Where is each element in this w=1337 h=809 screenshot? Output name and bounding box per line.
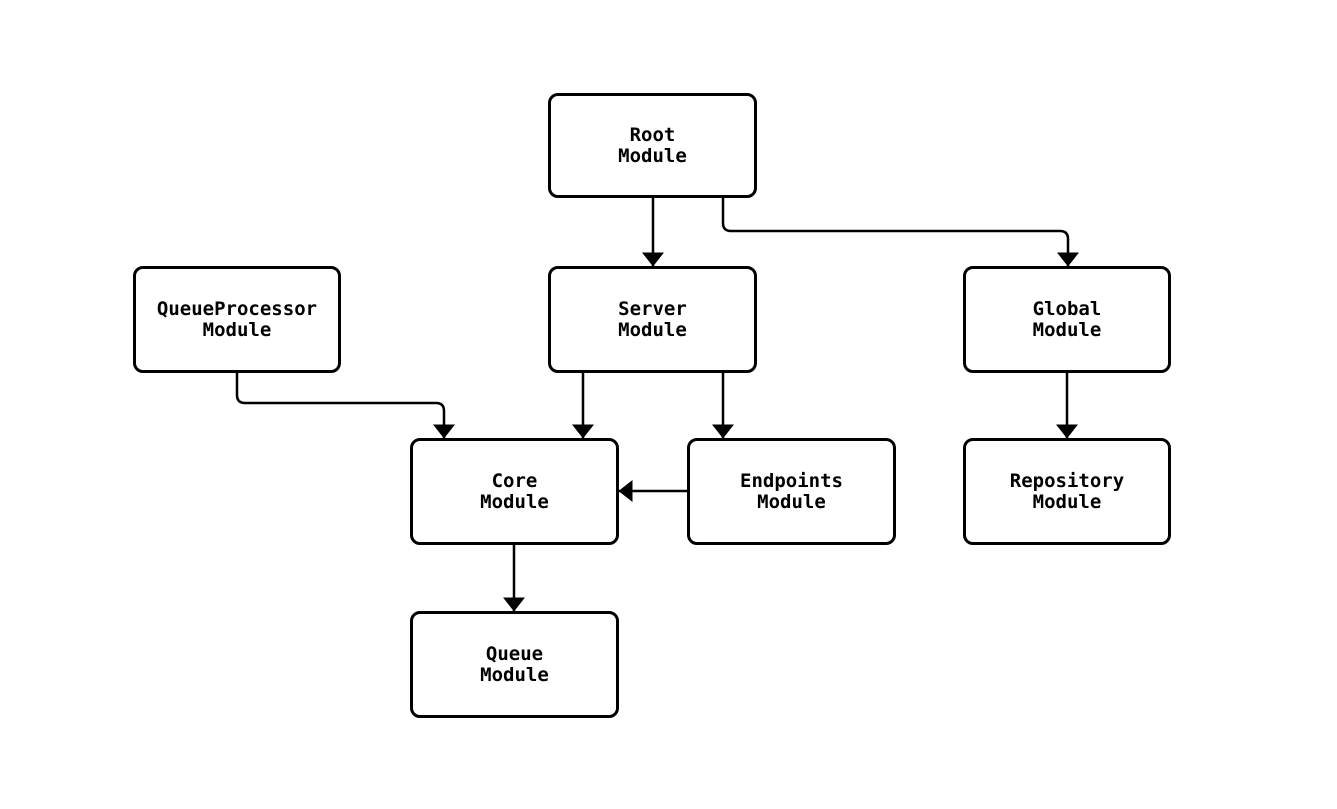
node-label: Server Module bbox=[618, 297, 687, 341]
node-root-module: Root Module bbox=[548, 93, 757, 198]
node-global-module: Global Module bbox=[963, 266, 1171, 373]
node-label: Root Module bbox=[618, 123, 687, 167]
node-label: Endpoints Module bbox=[740, 469, 843, 513]
node-core-module: Core Module bbox=[410, 438, 619, 545]
edge-root-module-to-global-module bbox=[721, 198, 1079, 267]
node-repository-module: Repository Module bbox=[963, 438, 1171, 545]
node-label: Global Module bbox=[1032, 297, 1102, 341]
edge-queueprocessor-module-to-core-module bbox=[235, 373, 455, 439]
node-endpoints-module: Endpoints Module bbox=[687, 438, 896, 545]
node-label: Repository Module bbox=[1009, 469, 1125, 513]
node-queue-module: Queue Module bbox=[410, 611, 619, 718]
node-queueprocessor-module: QueueProcessor Module bbox=[133, 266, 341, 373]
node-label: Core Module bbox=[480, 469, 549, 513]
node-label: QueueProcessor Module bbox=[156, 297, 318, 341]
node-server-module: Server Module bbox=[548, 266, 757, 373]
node-label: Queue Module bbox=[480, 642, 549, 686]
